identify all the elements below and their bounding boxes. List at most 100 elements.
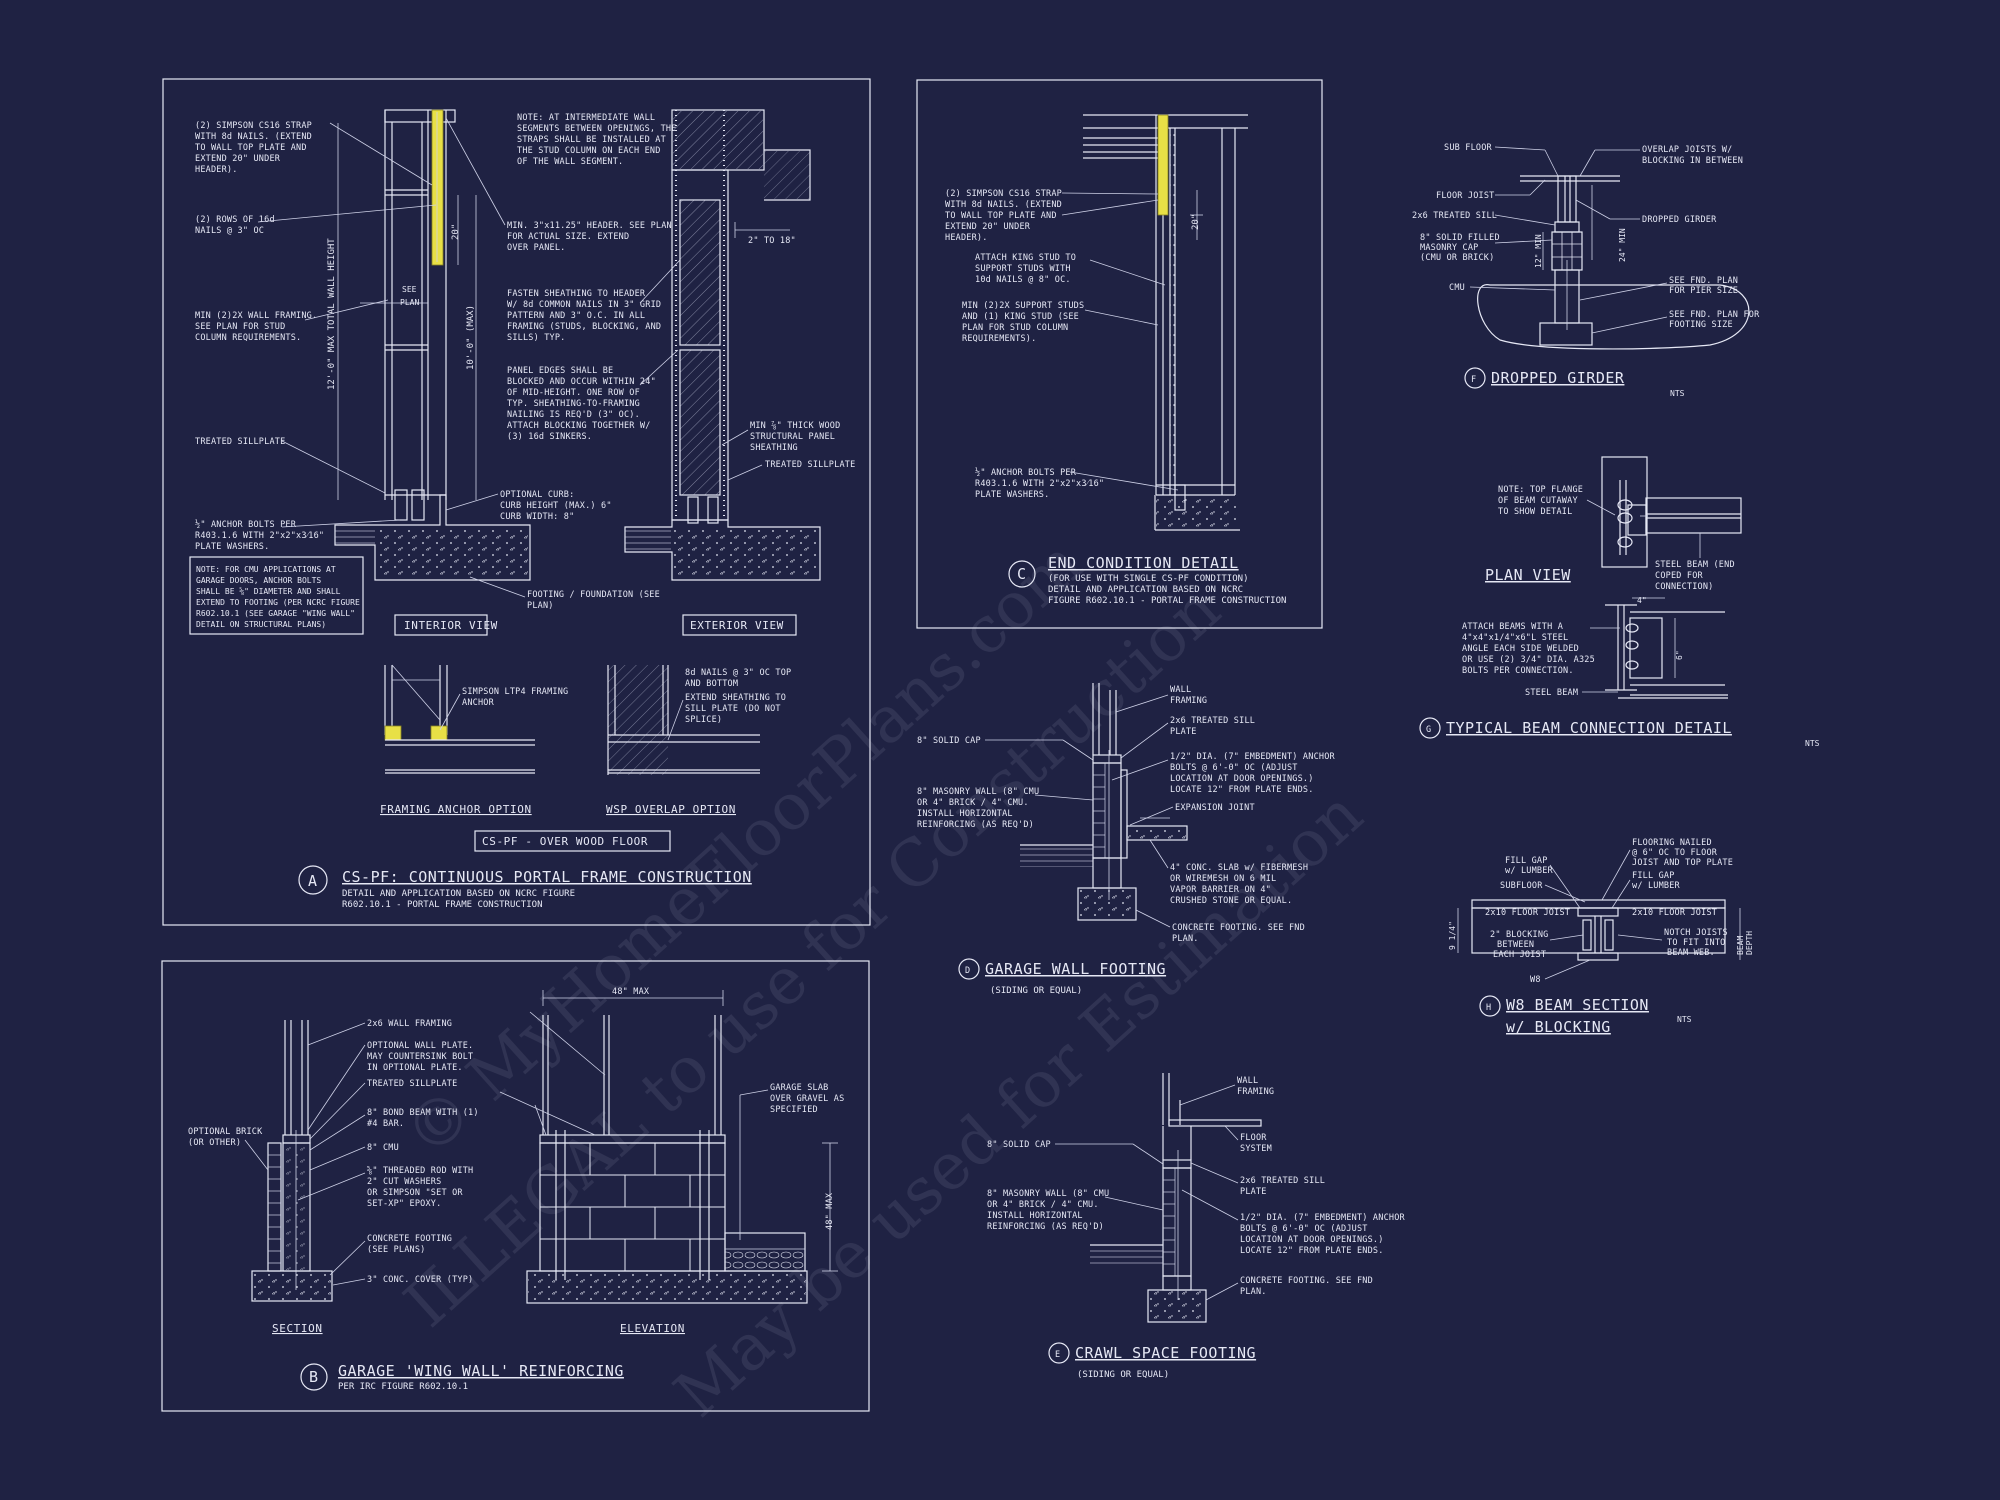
exterior-view-box: [682, 614, 797, 636]
detail-h-marker-circle: [1479, 995, 1501, 1017]
note-curb: OPTIONAL CURB: CURB HEIGHT (MAX.) 6" CUR…: [500, 490, 617, 522]
dim-b-48-max: 48" MAX: [612, 987, 650, 997]
note-8d-nails: 8d NAILS @ 3" OC TOP AND BOTTOM: [685, 668, 797, 689]
detail-e-title: CRAWL SPACE FOOTING: [1075, 1344, 1256, 1362]
note-f-floor-joist: FLOOR JOIST: [1436, 191, 1495, 201]
detail-d-marker: D: [965, 966, 970, 976]
dim-20in: 20": [451, 224, 461, 240]
note-f-treated-sill: 2x6 TREATED SILL: [1412, 211, 1497, 221]
detail-e: WALL FRAMING FLOOR SYSTEM 2x6 TREATED SI…: [987, 1073, 1410, 1380]
note-f-pier-size: SEE FND. PLAN FOR PIER SIZE: [1669, 276, 1743, 296]
detail-a-frame: [162, 78, 871, 926]
note-ltp4: SIMPSON LTP4 FRAMING ANCHOR: [462, 687, 574, 708]
note-b-garage-slab: GARAGE SLAB OVER GRAVEL AS SPECIFIED: [770, 1083, 850, 1115]
detail-c-marker-circle: [1008, 560, 1036, 588]
note-h-w8: W8: [1530, 975, 1541, 985]
elevation-label: ELEVATION: [620, 1322, 685, 1335]
see-plan-1: SEE: [402, 285, 417, 294]
note-f-overlap: OVERLAP JOISTS W/ BLOCKING IN BETWEEN: [1642, 145, 1743, 166]
detail-c-sub-3: FIGURE R602.10.1 - PORTAL FRAME CONSTRUC…: [1048, 596, 1286, 606]
note-d-footing: CONCRETE FOOTING. SEE FND PLAN.: [1172, 923, 1310, 944]
note-c-support-studs: MIN (2)2X SUPPORT STUDS AND (1) KING STU…: [962, 301, 1090, 344]
note-e-solid-cap: 8" SOLID CAP: [987, 1140, 1051, 1150]
note-g-steel-beam-end: STEEL BEAM (END COPED FOR CONNECTION): [1655, 560, 1740, 592]
note-fasten: FASTEN SHEATHING TO HEADER W/ 8d COMMON …: [507, 289, 667, 343]
cspf-box-label: CS-PF - OVER WOOD FLOOR: [482, 835, 648, 848]
note-e-masonry: 8" MASONRY WALL (8" CMU OR 4" BRICK / 4"…: [987, 1189, 1115, 1232]
detail-c-marker: C: [1017, 565, 1027, 583]
note-h-fill-gap: FILL GAP w/ LUMBER: [1505, 856, 1554, 876]
note-intermediate: NOTE: AT INTERMEDIATE WALL SEGMENTS BETW…: [517, 113, 682, 167]
note-d-sill: 2x6 TREATED SILL PLATE: [1170, 716, 1260, 737]
dim-h-9-1-4: 9 1/4": [1448, 921, 1457, 950]
note-c-king-stud: ATTACH KING STUD TO SUPPORT STUDS WITH 1…: [975, 253, 1081, 285]
note-h-flooring: FLOORING NAILED @ 6" OC TO FLOOR JOIST A…: [1632, 838, 1733, 868]
detail-a: 12'-0" MAX TOTAL WALL HEIGHT 10'-0" (MAX…: [162, 78, 871, 926]
note-panel-edges: PANEL EDGES SHALL BE BLOCKED AND OCCUR W…: [507, 366, 661, 442]
note-c-strap: (2) SIMPSON CS16 STRAP WITH 8d NAILS. (E…: [945, 189, 1067, 243]
dim-g-6: 6": [1675, 650, 1684, 660]
exterior-view-label: EXTERIOR VIEW: [690, 619, 784, 632]
note-cmu: NOTE: FOR CMU APPLICATIONS AT GARAGE DOO…: [196, 565, 365, 629]
note-d-wall-framing: WALL FRAMING: [1170, 685, 1207, 706]
crawl-space-footing-notes: WALL FRAMING FLOOR SYSTEM 2x6 TREATED SI…: [987, 1076, 1410, 1301]
note-e-anchor: 1/2" DIA. (7" EMBEDMENT) ANCHOR BOLTS @ …: [1240, 1213, 1410, 1256]
note-b-2x6: 2x6 WALL FRAMING: [367, 1019, 452, 1029]
exterior-view-drawing: [624, 109, 821, 581]
dropped-girder-notes: SUB FLOOR OVERLAP JOISTS W/ BLOCKING IN …: [1412, 143, 1765, 334]
interior-view-box: [394, 614, 488, 636]
detail-b-sub: PER IRC FIGURE R602.10.1: [338, 1382, 468, 1392]
detail-g-nts: NTS: [1805, 739, 1820, 748]
note-b-cover: 3" CONC. COVER (TYP): [367, 1275, 473, 1285]
detail-c-frame: [916, 79, 1323, 629]
dim-10ft: 10'-0" (MAX): [466, 305, 476, 370]
note-h-joist-right: 2x10 FLOOR JOIST: [1632, 908, 1717, 918]
note-e-sill: 2x6 TREATED SILL PLATE: [1240, 1176, 1330, 1197]
note-sillplate-ext: TREATED SILLPLATE: [765, 460, 855, 470]
detail-f: SUB FLOOR OVERLAP JOISTS W/ BLOCKING IN …: [1412, 143, 1765, 398]
detail-d-marker-circle: [958, 958, 980, 980]
note-c-anchor: ½" ANCHOR BOLTS PER R403.1.6 WITH 2"x2"x…: [975, 467, 1110, 500]
note-f-subfloor: SUB FLOOR: [1444, 143, 1493, 153]
note-b-brick: OPTIONAL BRICK (OR OTHER): [188, 1127, 268, 1148]
detail-c-sub-2: DETAIL AND APPLICATION BASED ON NCRC: [1048, 585, 1243, 595]
note-b-footing: CONCRETE FOOTING (SEE PLANS): [367, 1234, 457, 1255]
note-cmu-box: [189, 556, 364, 635]
detail-f-nts: NTS: [1670, 389, 1685, 398]
garage-wall-footing-drawing: [1020, 683, 1188, 921]
note-header: MIN. 3"x11.25" HEADER. SEE PLAN FOR ACTU…: [507, 221, 677, 253]
detail-a-marker: A: [308, 872, 318, 890]
dim-c-20: 20": [1191, 214, 1201, 230]
note-f-footing-size: SEE FND. PLAN FOR FOOTING SIZE: [1669, 310, 1765, 330]
detail-a-sub-2: R602.10.1 - PORTAL FRAME CONSTRUCTION: [342, 900, 542, 910]
note-b-sillplate: TREATED SILLPLATE: [367, 1079, 457, 1089]
detail-c-sub-1: (FOR USE WITH SINGLE CS-PF CONDITION): [1048, 574, 1248, 584]
detail-h-nts: NTS: [1677, 1015, 1692, 1024]
dim-g-4: 4": [1637, 596, 1647, 605]
note-h-subfloor: SUBFLOOR: [1500, 881, 1543, 891]
detail-d: WALL FRAMING 2x6 TREATED SILL PLATE 1/2"…: [917, 683, 1340, 996]
detail-b: 2x6 WALL FRAMING OPTIONAL WALL PLATE. MA…: [161, 960, 870, 1412]
note-anchor-bolts: ½" ANCHOR BOLTS PER R403.1.6 WITH 2"x2"x…: [195, 519, 330, 552]
detail-f-marker-circle: [1464, 367, 1486, 389]
detail-a-title: CS-PF: CONTINUOUS PORTAL FRAME CONSTRUCT…: [342, 868, 752, 886]
dim-2-to-18: 2" TO 18": [748, 236, 796, 246]
detail-h: 9 1/4" BEAM DEPTH FILL GAP w/ LUMBER SUB…: [1448, 838, 1754, 1036]
note-f-cmu: CMU: [1449, 283, 1465, 293]
crawl-space-footing-drawing: [1090, 1073, 1262, 1323]
note-d-solid-cap: 8" SOLID CAP: [917, 736, 981, 746]
detail-h-title-1: W8 BEAM SECTION: [1506, 996, 1649, 1014]
detail-f-title: DROPPED GIRDER: [1491, 369, 1625, 387]
note-e-wall-framing: WALL FRAMING: [1237, 1076, 1274, 1097]
note-nails: (2) ROWS OF 16d NAILS @ 3" OC: [195, 215, 280, 236]
end-condition-drawing: [1083, 114, 1248, 531]
note-f-masonry-cap: 8" SOLID FILLED MASONRY CAP (CMU OR BRIC…: [1420, 233, 1505, 263]
detail-b-marker-circle: [300, 1363, 328, 1391]
note-d-anchor: 1/2" DIA. (7" EMBEDMENT) ANCHOR BOLTS @ …: [1170, 752, 1340, 795]
note-f-dropped-girder: DROPPED GIRDER: [1642, 215, 1717, 225]
note-e-floor-system: FLOOR SYSTEM: [1240, 1133, 1272, 1154]
detail-g-title: TYPICAL BEAM CONNECTION DETAIL: [1446, 719, 1732, 737]
interior-view-drawing: [334, 109, 531, 581]
note-b-rod: ⅝" THREADED ROD WITH 2" CUT WASHERS OR S…: [367, 1166, 479, 1209]
